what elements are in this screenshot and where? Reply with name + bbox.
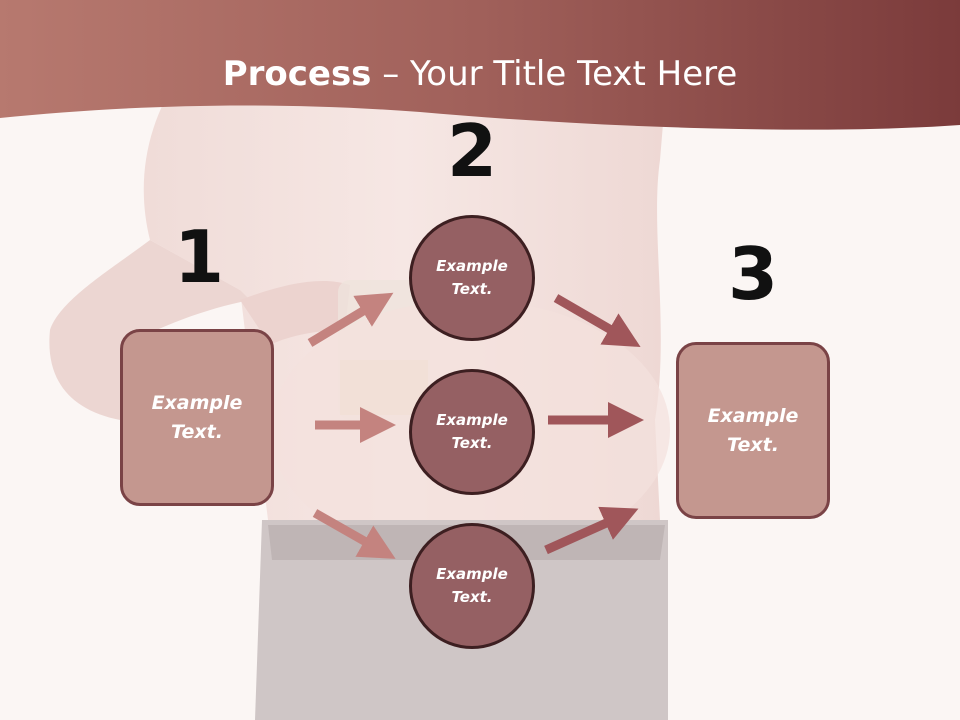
circle-top-line2: Text.	[451, 280, 493, 298]
circle-middle-text: Example Text.	[436, 409, 508, 455]
title-rest: – Your Title Text Here	[371, 54, 738, 94]
circle-top-text: Example Text.	[436, 255, 508, 301]
step-number-1: 1	[173, 215, 225, 299]
step-1-text-line1: Example	[151, 391, 243, 414]
circle-bottom-line1: Example	[436, 565, 508, 583]
circle-middle-line2: Text.	[451, 434, 493, 452]
circle-bottom-line2: Text.	[451, 588, 493, 606]
circle-bottom-text: Example Text.	[436, 563, 508, 609]
arrow-box1-to-circle1	[307, 292, 394, 347]
step-3-text: Example Text.	[708, 402, 799, 460]
step-3-text-line1: Example	[707, 404, 799, 427]
circle-top-line1: Example	[436, 257, 508, 275]
arrow-circle1-to-box3	[553, 294, 641, 348]
arrow-box1-to-circle3	[312, 509, 396, 559]
step-2-circle-middle: Example Text.	[409, 369, 535, 495]
step-3-text-line2: Text.	[727, 433, 779, 456]
step-number-2: 2	[446, 109, 498, 193]
slide-title: Process – Your Title Text Here	[0, 50, 960, 98]
step-1-text-line2: Text.	[171, 420, 223, 443]
step-number-3: 3	[727, 232, 779, 316]
step-2-circle-bottom: Example Text.	[409, 523, 535, 649]
step-1-box: Example Text.	[120, 329, 274, 506]
arrow-circle3-to-box3	[544, 506, 639, 555]
step-1-text: Example Text.	[152, 389, 243, 447]
circle-middle-line1: Example	[436, 411, 508, 429]
step-3-box: Example Text.	[676, 342, 830, 519]
step-2-circle-top: Example Text.	[409, 215, 535, 341]
title-bold: Process	[222, 54, 372, 94]
